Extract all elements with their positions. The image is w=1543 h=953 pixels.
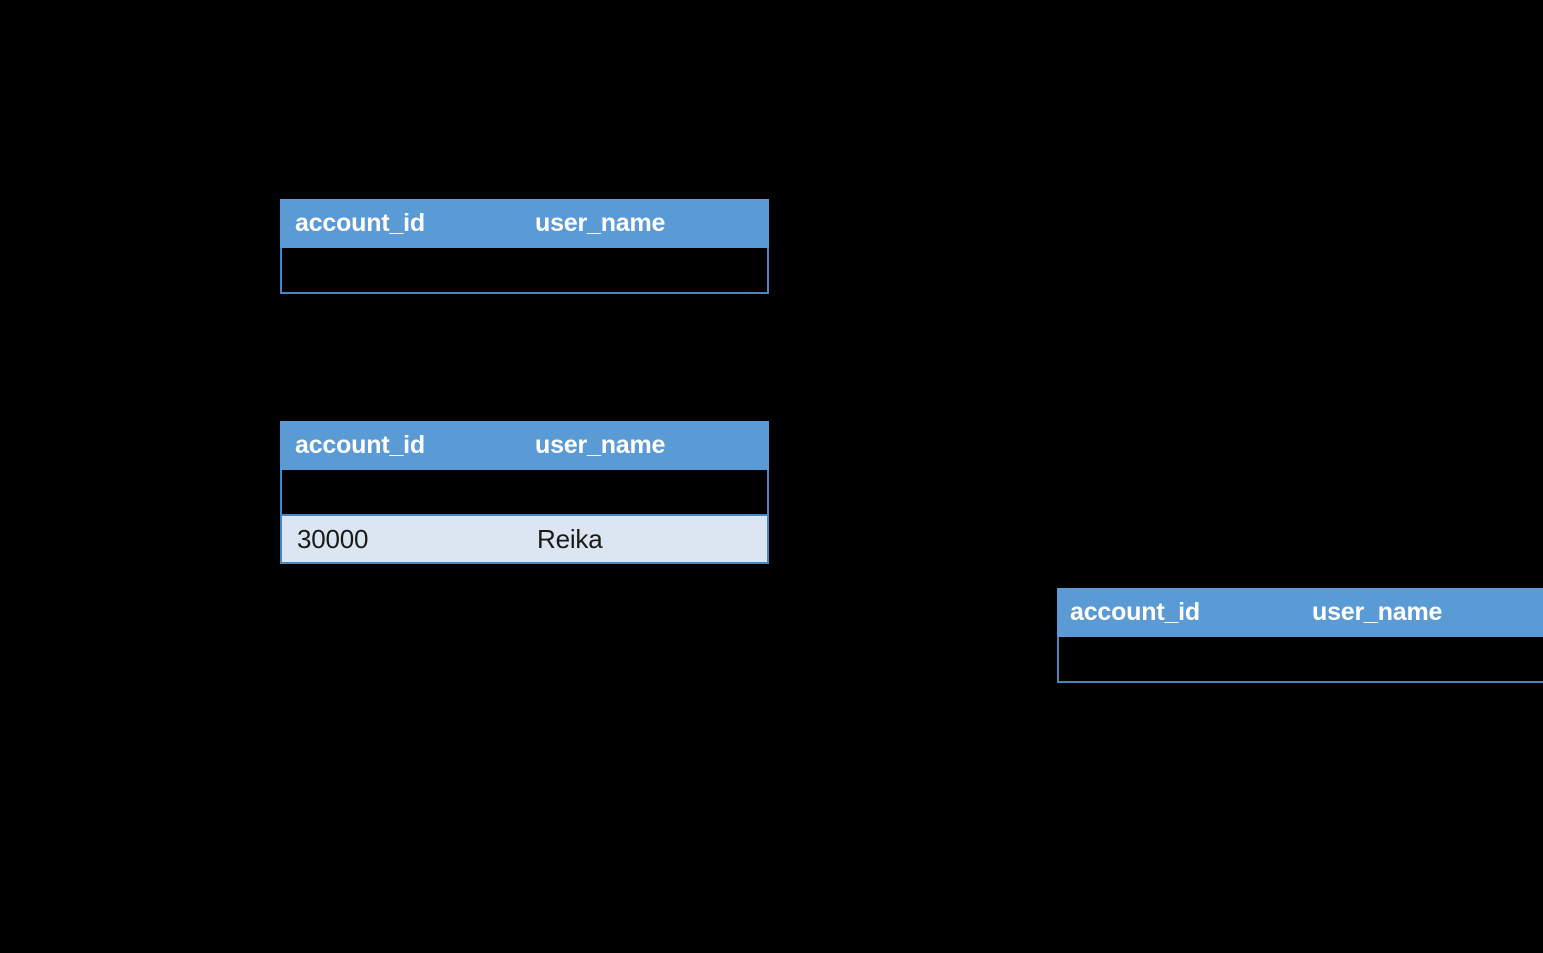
table-row[interactable]: 30000 Reika: [280, 516, 769, 564]
cell-user-name: Reika: [537, 523, 603, 554]
column-header-account-id: account_id: [1070, 598, 1200, 626]
table-header-row: account_id user_name: [280, 421, 769, 470]
table-header-row: account_id user_name: [280, 199, 769, 248]
column-header-user-name: user_name: [535, 431, 666, 459]
accounts-table-right: account_id user_name: [1057, 588, 1543, 683]
cell-account-id: 30000: [297, 523, 369, 554]
column-header-account-id: account_id: [295, 431, 425, 459]
column-header-user-name: user_name: [1312, 598, 1443, 626]
accounts-table-top: account_id user_name: [280, 199, 769, 294]
table-row[interactable]: [280, 248, 769, 294]
table-header-row: account_id user_name: [1057, 588, 1543, 637]
accounts-table-middle: account_id user_name 30000 Reika: [280, 421, 769, 564]
column-header-account-id: account_id: [295, 209, 425, 237]
table-row[interactable]: [1057, 637, 1543, 683]
column-header-user-name: user_name: [535, 209, 666, 237]
table-row[interactable]: [280, 470, 769, 516]
